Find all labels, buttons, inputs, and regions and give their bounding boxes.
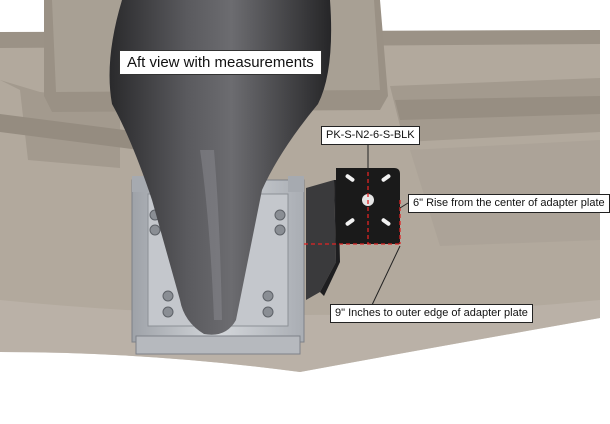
side-mount-arm (306, 180, 336, 300)
motor-highlight (200, 150, 222, 320)
trolling-motor (109, 0, 332, 335)
bracket-top-left-tab (132, 176, 148, 192)
part-number-label: PK-S-N2-6-S-BLK (321, 126, 420, 145)
bracket-top-right-tab (288, 176, 304, 192)
right-deck-ledge (395, 96, 600, 120)
left-deck-ledge (0, 114, 140, 150)
leader-lines (367, 141, 409, 306)
dimension-lines (304, 172, 401, 245)
outer-edge-measurement-label: 9" Inches to outer edge of adapter plate (330, 304, 533, 323)
bracket-base (135, 335, 301, 355)
right-hull-panel (410, 140, 600, 246)
diagram-title: Aft view with measurements (119, 50, 322, 75)
bracket-bolts (149, 209, 286, 318)
side-mount-arm-edge (320, 180, 340, 296)
rise-measurement-label: 6" Rise from the center of adapter plate (408, 194, 610, 213)
